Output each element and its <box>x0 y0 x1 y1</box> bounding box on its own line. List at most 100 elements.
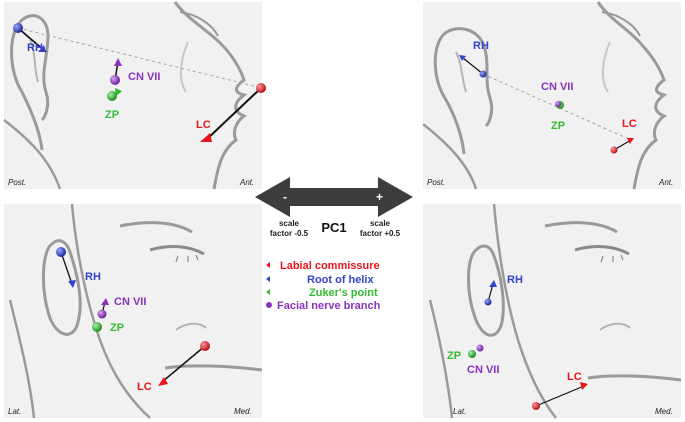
corner-label-left: Lat. <box>8 407 21 416</box>
face-profile-outline <box>173 1 248 190</box>
panel-top-left: RH CN VII ZP LC Post. Ant. <box>3 1 266 190</box>
rh-vector <box>462 57 484 75</box>
mouth-outline <box>164 364 263 372</box>
cn-arrowhead <box>114 58 122 66</box>
corner-label-right: Med. <box>234 407 252 416</box>
lc-arrowhead <box>158 377 168 386</box>
zp-point <box>107 91 117 101</box>
nose-outline <box>175 322 207 331</box>
lc-point <box>256 83 266 93</box>
brow-outline <box>544 221 618 234</box>
neck-line <box>8 299 36 419</box>
lc-vector <box>205 87 262 141</box>
lc-point <box>200 341 210 351</box>
closed-eye-outline <box>149 245 205 256</box>
rh-arrowhead <box>38 45 46 52</box>
corner-label-left: Post. <box>8 178 26 187</box>
pc1-title: PC1 <box>321 220 346 235</box>
zp-label: ZP <box>447 350 461 362</box>
panel-background <box>423 204 681 418</box>
eye-outline <box>179 11 219 37</box>
rh-label: RH <box>507 274 523 286</box>
rh-vector <box>60 251 73 285</box>
cn-point <box>110 75 120 85</box>
ear-inner-line <box>455 51 467 93</box>
rh-point <box>56 247 66 257</box>
corner-label-left: Lat. <box>453 407 466 416</box>
legend-item-labial-commissure: Labial commissure <box>266 260 380 272</box>
scale-factor-left-line1: scale <box>279 219 300 228</box>
lc-point <box>532 402 540 410</box>
cheek-line <box>602 41 611 93</box>
panel-background <box>4 204 262 418</box>
jaw-line <box>492 203 557 419</box>
lc-arrowhead <box>200 133 212 142</box>
pc1-scale-arrow: - + PC1 scale factor -0.5 scale factor +… <box>255 177 413 238</box>
zp-label: ZP <box>110 322 124 334</box>
legend-item-root-of-helix: Root of helix <box>266 274 374 286</box>
corner-label-right: Ant. <box>658 178 673 187</box>
plus-sign: + <box>376 190 383 204</box>
panel-bottom-right: RH CN VII ZP LC Lat. Med. <box>423 203 682 419</box>
lc-label: LC <box>622 118 637 130</box>
legend-label: Facial nerve branch <box>277 300 381 312</box>
cn-arrowhead <box>101 298 109 305</box>
panel-top-right: RH CN VII ZP LC Post. Ant. <box>422 1 681 190</box>
lc-vector <box>161 345 206 383</box>
cn-label: CN VII <box>114 296 146 308</box>
cn-label: CN VII <box>128 71 160 83</box>
zp-arrowhead <box>115 88 122 96</box>
zp-point <box>92 322 102 332</box>
panel-bottom-left: RH CN VII ZP LC Lat. Med. <box>4 203 263 419</box>
rh-arrowhead <box>459 55 466 61</box>
lc-arrowhead <box>580 382 588 390</box>
rh-arrowhead <box>68 280 76 288</box>
minus-sign: - <box>283 190 287 204</box>
legend-item-zukers-point: Zuker's point <box>266 287 378 299</box>
cheek-line <box>180 41 189 93</box>
legend-marker <box>266 289 270 295</box>
zp-label: ZP <box>551 120 565 132</box>
cn-point <box>97 309 107 319</box>
corner-label-left: Post. <box>427 178 445 187</box>
jaw-line <box>70 203 151 419</box>
ear-outline <box>10 14 50 151</box>
cn-point <box>476 344 484 352</box>
lc-label: LC <box>196 119 211 131</box>
eye-outline <box>601 11 641 37</box>
cn-label: CN VII <box>541 81 573 93</box>
panel-background <box>4 2 262 189</box>
scale-factor-left-line2: factor -0.5 <box>270 229 309 238</box>
ear-outline <box>42 239 82 336</box>
lc-label: LC <box>567 371 582 383</box>
cn-label: CN VII <box>467 364 499 376</box>
rh-arrowhead <box>489 280 497 287</box>
neck-line <box>422 123 478 190</box>
legend-item-facial-nerve-branch: Facial nerve branch <box>266 300 381 312</box>
corner-label-right: Ant. <box>239 178 254 187</box>
cn-point <box>555 101 561 107</box>
legend: Labial commissure Root of helix Zuker's … <box>266 260 381 312</box>
rh-label: RH <box>27 42 43 54</box>
ear-inner-line <box>29 39 39 83</box>
nose-outline <box>599 322 631 331</box>
neck-line <box>428 299 454 419</box>
corner-label-right: Med. <box>655 407 673 416</box>
scale-factor-right-line2: factor +0.5 <box>360 229 401 238</box>
mouth-outline <box>587 374 682 382</box>
neck-line <box>3 119 62 190</box>
eyelash-lines <box>175 254 199 263</box>
legend-marker <box>266 262 270 268</box>
rh-point <box>484 298 492 306</box>
face-profile-outline <box>596 1 668 190</box>
double-arrow-bar <box>255 177 413 217</box>
zp-point <box>468 350 476 358</box>
rh-point <box>479 70 487 78</box>
legend-marker <box>266 276 270 282</box>
lc-point <box>610 146 618 154</box>
legend-label: Root of helix <box>307 274 374 286</box>
rh-point <box>13 23 23 33</box>
zp-label: ZP <box>105 109 119 121</box>
legend-label: Labial commissure <box>280 260 380 272</box>
